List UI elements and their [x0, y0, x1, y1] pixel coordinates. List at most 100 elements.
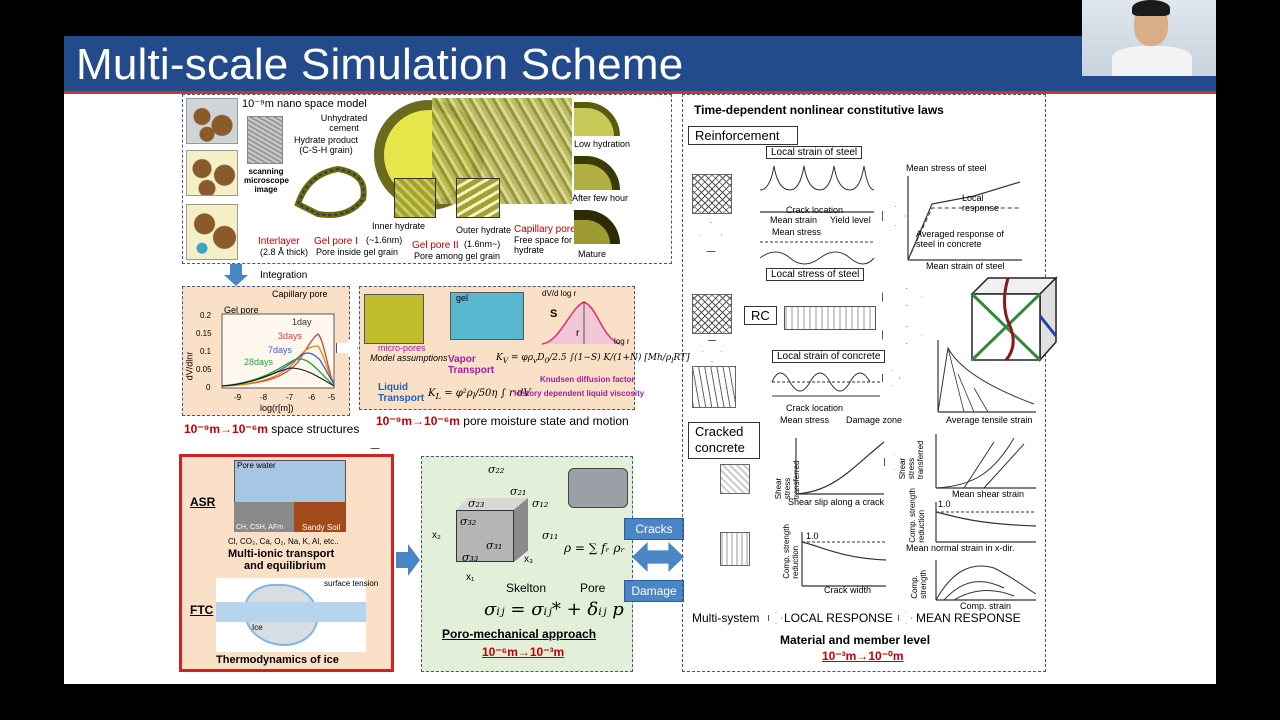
- comp-strength-ylabel: Comp. strength: [910, 569, 928, 599]
- integration-arrow: [224, 264, 248, 286]
- crack-width-label: Crack width: [824, 585, 872, 595]
- logr-label: log r: [614, 337, 630, 346]
- mean-shear-chart: [935, 434, 1036, 489]
- hydrate-texture: [432, 98, 572, 204]
- x3-label: x₃: [524, 554, 534, 565]
- title-underline: [64, 91, 1216, 94]
- sigma-22: σ₂₂: [488, 463, 505, 476]
- cracked-mesh-image: [692, 366, 736, 408]
- comp-reduction-ylabel: Comp. strength reduction: [782, 524, 800, 579]
- shear-stress-ylabel-2: Shear stress transferred: [897, 440, 925, 480]
- crack-location-label: Crack location: [786, 205, 844, 215]
- mean-strain-steel-label: Mean strain of steel: [926, 261, 1005, 271]
- pore-xlabel: log(r[m]): [260, 403, 294, 413]
- rc-label: RC: [744, 306, 777, 325]
- ytick-3: 0.05: [196, 365, 212, 374]
- gel-pore-1-sub: Pore inside gel grain: [316, 247, 399, 257]
- mean-stress-label-2: Mean stress: [780, 415, 830, 425]
- steel-stress-chart: [907, 176, 1022, 261]
- nano-model-panel: [182, 94, 672, 264]
- steel-strain-diagram: [759, 165, 875, 265]
- poro-title: Poro-mechanical approach: [442, 627, 597, 641]
- moisture-caption: 10⁻⁹m→10⁻⁶m pore moisture state and moti…: [376, 414, 629, 428]
- damage-button[interactable]: Damage: [624, 580, 684, 602]
- mean-response-legend: MEAN RESPONSE: [916, 611, 1021, 625]
- ice-label: Ice: [252, 623, 263, 632]
- knudsen-label: Knudsen diffusion factor: [540, 375, 635, 384]
- mean-normal-label: Mean normal strain in x-dir.: [906, 543, 1015, 553]
- crack-width-chart: [801, 532, 887, 587]
- s-label: S: [550, 308, 558, 320]
- pore-zoom-image: [568, 468, 628, 508]
- interlayer-sub-label: (2.8 Å thick): [260, 247, 309, 257]
- label-28days: 28days: [244, 357, 274, 367]
- rc-member-image: [784, 306, 876, 330]
- pore-chart-caption: 10⁻⁹m→10⁻⁶m space structures: [184, 422, 360, 436]
- gel-pore-1-size: (~1.6nm): [366, 235, 403, 245]
- inner-hydrate-label: Inner hydrate: [372, 221, 426, 231]
- constitutive-heading: Time-dependent nonlinear constitutive la…: [694, 103, 944, 117]
- capillary-pore-axis-label: Capillary pore: [272, 289, 328, 299]
- asr-label: ASR: [190, 495, 216, 509]
- gel-pore-1-label: Gel pore I: [314, 236, 358, 247]
- low-hydration-label: Low hydration: [574, 139, 631, 149]
- kv-equation: KV = φρvD0/2.5 ∫(1−S) K/(1+N) [Mh/ρlRT]: [496, 353, 690, 365]
- xtick-4: -5: [328, 393, 336, 402]
- dv-label: dV/d log r: [542, 289, 577, 298]
- pore-distribution-chart: [221, 313, 335, 389]
- presenter-shirt: [1112, 46, 1192, 76]
- gel-pore-2-size: (1.6nm~): [464, 239, 501, 249]
- hydrate-product-label: Hydrate product (C-S-H grain): [293, 135, 359, 155]
- sem-label: scanning microscope image: [244, 167, 289, 194]
- mean-stress-label: Mean stress: [772, 227, 822, 237]
- x2-label: x₂: [432, 530, 441, 541]
- csh-grain-diagram: [294, 165, 367, 218]
- liquid-transport-label: Liquid Transport: [378, 382, 425, 404]
- surface-tension-label: surface tension: [324, 579, 379, 588]
- sigma-11: σ₁₁: [542, 529, 559, 542]
- comp-strain-chart: [935, 560, 1037, 601]
- ytick-0: 0.2: [200, 311, 212, 320]
- rc-mesh-image: [692, 294, 732, 334]
- kl-equation: KL = φ²ρl/50η ∫ r dV: [428, 388, 531, 401]
- reinforcement-mesh-image: [692, 174, 732, 214]
- microstructure-image-2: [186, 150, 238, 196]
- ice-title: Thermodynamics of ice: [216, 654, 339, 666]
- label-3days: 3days: [278, 331, 303, 341]
- rho-equation: ρ = ∑ fᵣ ρᵣ: [564, 541, 625, 555]
- one-label-2: 1.0: [938, 499, 951, 509]
- multi-system-label: Multi-system: [692, 611, 760, 625]
- stress-cube-side: [514, 498, 528, 562]
- integration-label: Integration: [260, 270, 308, 281]
- pore-label: Pore: [580, 581, 606, 595]
- gel-pore-2-label: Gel pore II: [412, 240, 459, 251]
- vapor-transport-image: [450, 292, 524, 340]
- one-label: 1.0: [806, 531, 819, 541]
- slide-title: Multi-scale Simulation Scheme: [76, 40, 684, 89]
- sigma-12: σ₁₂: [532, 497, 549, 510]
- label-7days: 7days: [268, 345, 293, 355]
- vapor-transport-label: Vapor Transport: [448, 354, 495, 376]
- sigma-31: σ₃₁: [486, 539, 503, 552]
- yield-level-label: Yield level: [830, 215, 871, 225]
- unhydrated-label: Unhydrated cement: [320, 113, 368, 133]
- sem-image: [247, 116, 283, 164]
- mean-stress-steel-label: Mean stress of steel: [906, 163, 987, 173]
- cracks-button[interactable]: Cracks: [624, 518, 684, 540]
- sigma-32: σ₃₂: [460, 515, 477, 528]
- gel-pore-axis-label: Gel pore: [224, 305, 259, 315]
- rc-cube-3d: [970, 276, 1058, 362]
- micro-pores-label: micro-pores: [378, 343, 426, 353]
- local-strain-concrete-label: Local strain of concrete: [772, 350, 886, 363]
- xtick-1: -8: [260, 393, 268, 402]
- skelton-label: Skelton: [506, 581, 547, 595]
- stress-cube-top: [456, 498, 528, 510]
- asr-solid-phase: [234, 502, 294, 532]
- mean-strain-label: Mean strain: [770, 215, 818, 225]
- model-assumptions-label: Model assumptions: [370, 353, 448, 363]
- outer-hydrate-label: Outer hydrate: [456, 225, 512, 235]
- constitutive-panel: [682, 94, 1046, 672]
- right-range-label: 10⁻³m→10⁻⁰m: [822, 649, 904, 663]
- ytick-1: 0.15: [196, 329, 212, 338]
- pore-ylabel: dV/dlnr: [184, 351, 195, 381]
